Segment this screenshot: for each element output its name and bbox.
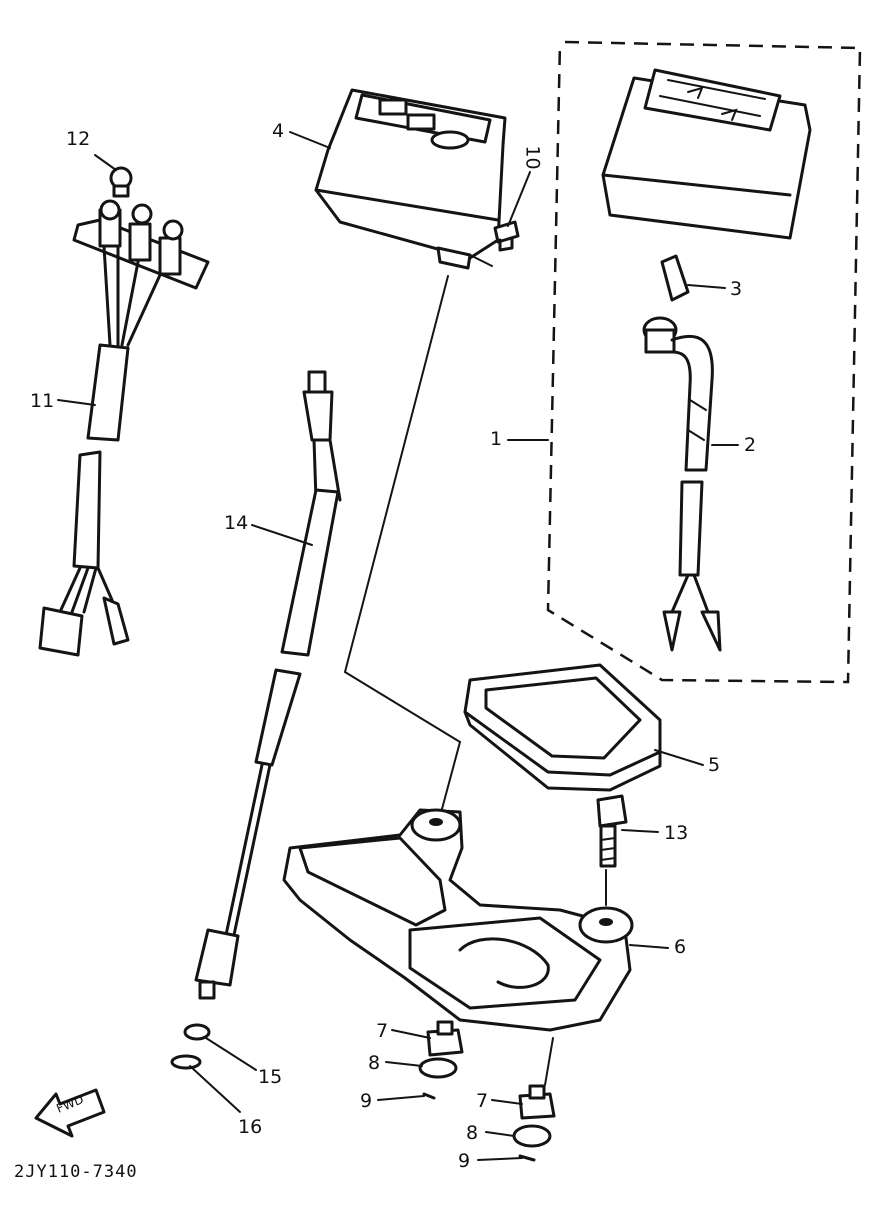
drawing-code: 2JY110-7340 [14, 1162, 138, 1182]
callout-10: 10 [521, 145, 544, 170]
bracket-part-6 [282, 808, 634, 1032]
grommet-centerline [544, 1037, 554, 1086]
lead-wire-part-2 [642, 316, 722, 652]
bulb-part-3 [660, 254, 690, 302]
callout-7a: 7 [376, 1020, 389, 1042]
socket-harness-part-11 [38, 199, 210, 657]
callout-9b: 9 [458, 1150, 471, 1172]
callout-7b: 7 [476, 1090, 489, 1112]
grommet-set-b [512, 1084, 556, 1162]
callout-13: 13 [664, 822, 689, 844]
meter-case-part-4 [314, 88, 507, 270]
cable-part-14 [194, 370, 342, 1000]
screw-part-10 [493, 220, 520, 252]
callout-15: 15 [258, 1066, 283, 1088]
screw-centerline [469, 254, 493, 267]
meter-assembly [601, 68, 812, 240]
callout-14: 14 [224, 512, 249, 534]
callout-4: 4 [272, 120, 285, 142]
callout-3: 3 [730, 278, 743, 300]
callout-6: 6 [674, 936, 687, 958]
grommet-set-a [418, 1020, 464, 1100]
callout-16: 16 [238, 1116, 263, 1138]
bolt-part-13 [596, 794, 628, 868]
assembly-group-outline [546, 40, 862, 684]
bulb-part-12 [109, 166, 133, 198]
callout-5: 5 [708, 754, 721, 776]
callout-11: 11 [30, 390, 55, 412]
callout-leaders [57, 131, 739, 1161]
fwd-arrow-icon [34, 1088, 106, 1138]
callout-1: 1 [490, 428, 503, 450]
ring-part-16 [170, 1054, 202, 1070]
callout-8b: 8 [466, 1122, 479, 1144]
gasket-part-5 [463, 663, 662, 792]
callout-2: 2 [744, 434, 757, 456]
washer-part-15 [183, 1023, 211, 1041]
callout-12: 12 [66, 128, 91, 150]
callout-8a: 8 [368, 1052, 381, 1074]
callout-9a: 9 [360, 1090, 373, 1112]
